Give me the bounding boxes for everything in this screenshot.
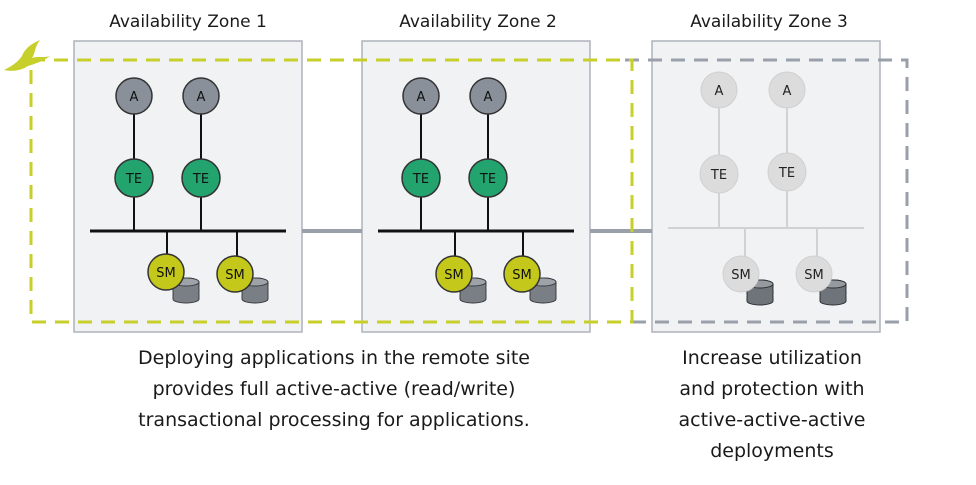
svg-text:TE: TE (192, 172, 209, 187)
archive-node: A (469, 77, 507, 115)
transaction-engine-node: TE (181, 158, 221, 198)
svg-text:TE: TE (778, 166, 795, 181)
transaction-engine-node: TE (468, 158, 508, 198)
archive-node: A (182, 77, 220, 115)
svg-text:A: A (715, 84, 724, 99)
svg-text:A: A (484, 90, 493, 105)
storage-manager-node: SM (147, 253, 185, 291)
svg-text:SM: SM (225, 268, 244, 283)
bird-logo-icon (4, 40, 50, 71)
svg-text:A: A (783, 84, 792, 99)
zone-1-title: Availability Zone 1 (109, 12, 267, 32)
left-caption: Deploying applications in the remote sit… (138, 347, 530, 431)
svg-text:SM: SM (512, 268, 531, 283)
storage-manager-node: SM (722, 255, 760, 293)
svg-text:TE: TE (479, 172, 496, 187)
transaction-engine-node: TE (767, 152, 807, 192)
archive-node: A (402, 77, 440, 115)
archive-node: A (700, 71, 738, 109)
archive-node: A (768, 71, 806, 109)
svg-text:TE: TE (710, 168, 727, 183)
transaction-engine-node: TE (699, 154, 739, 194)
storage-manager-node: SM (795, 255, 833, 293)
svg-text:A: A (130, 90, 139, 105)
two-zone-dashed-outline (29, 58, 634, 324)
zone-3-title: Availability Zone 3 (690, 12, 848, 32)
storage-manager-node: SM (503, 255, 541, 293)
svg-text:TE: TE (125, 172, 142, 187)
right-caption: Increase utilization and protection with… (678, 347, 866, 462)
svg-text:SM: SM (804, 268, 823, 283)
svg-text:TE: TE (412, 172, 429, 187)
storage-manager-node: SM (216, 255, 254, 293)
archive-node: A (115, 77, 153, 115)
transaction-engine-node: TE (401, 158, 441, 198)
svg-text:A: A (417, 90, 426, 105)
zone-2-title: Availability Zone 2 (399, 12, 557, 32)
zone-3-nodes: A A TE TE SM SM (668, 71, 864, 306)
svg-text:SM: SM (156, 266, 175, 281)
three-zone-dashed-outline (625, 58, 909, 324)
svg-text:SM: SM (444, 268, 463, 283)
transaction-engine-node: TE (114, 158, 154, 198)
zone-2-nodes: A A TE TE SM SM (378, 77, 574, 304)
zone-1-nodes: A A TE TE SM SM (90, 77, 286, 304)
svg-text:SM: SM (731, 268, 750, 283)
svg-text:A: A (197, 90, 206, 105)
storage-manager-node: SM (435, 255, 473, 293)
